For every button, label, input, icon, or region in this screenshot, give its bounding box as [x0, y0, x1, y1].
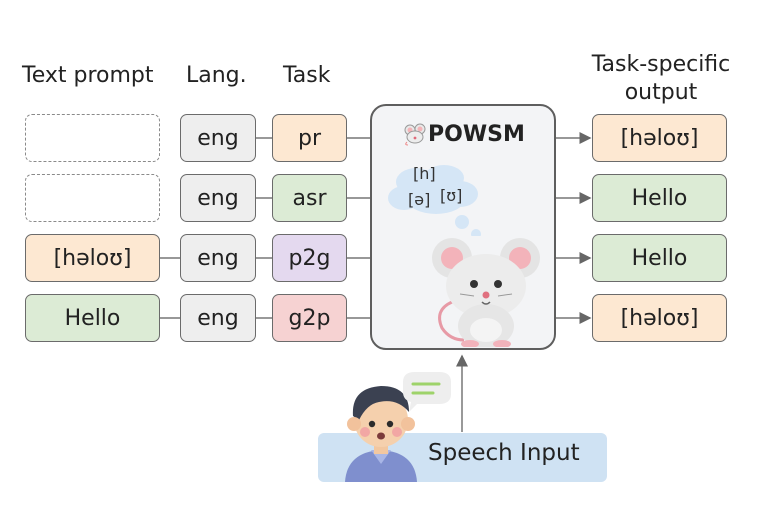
lang-box: eng — [180, 114, 256, 162]
lang-box: eng — [180, 234, 256, 282]
thought-phone: [h] — [413, 164, 436, 183]
task-box: pr — [272, 114, 347, 162]
header-task: Task — [283, 63, 331, 88]
header-output-line1: Task-specific — [591, 52, 731, 77]
output-box: [həloʊ] — [592, 114, 727, 162]
header-lang: Lang. — [186, 63, 247, 88]
mouse-mascot-icon — [432, 238, 540, 347]
mouse-icon — [404, 123, 426, 146]
model-title: POWSM — [428, 122, 525, 147]
person-icon — [345, 372, 451, 482]
lang-box: eng — [180, 294, 256, 342]
text-prompt-box — [25, 114, 160, 162]
task-box: g2p — [272, 294, 347, 342]
task-box: p2g — [272, 234, 347, 282]
speech-input-label: Speech Input — [428, 440, 580, 466]
output-box: Hello — [592, 234, 727, 282]
header-text-prompt: Text prompt — [22, 63, 154, 88]
output-box: [həloʊ] — [592, 294, 727, 342]
text-prompt-box: Hello — [25, 294, 160, 342]
header-output-line2: output — [624, 80, 698, 105]
task-box: asr — [272, 174, 347, 222]
text-prompt-box: [həloʊ] — [25, 234, 160, 282]
thought-phone: [ʊ] — [440, 186, 463, 205]
thought-phone: [ə] — [408, 190, 431, 209]
text-prompt-box — [25, 174, 160, 222]
lang-box: eng — [180, 174, 256, 222]
thought-bubble-icon — [388, 165, 481, 236]
output-box: Hello — [592, 174, 727, 222]
